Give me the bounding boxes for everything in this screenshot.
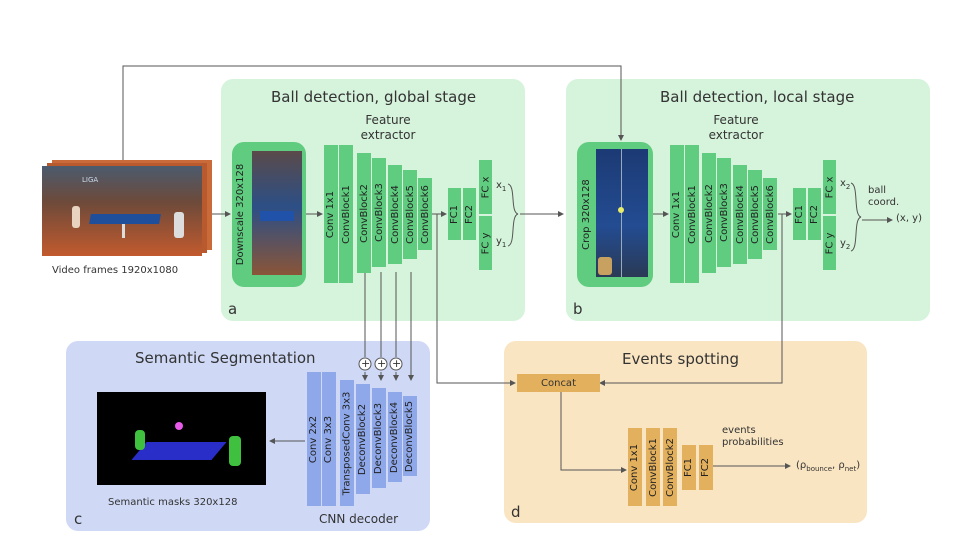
local-layer: ConvBlock1 xyxy=(685,145,699,283)
events-title: Events spotting xyxy=(622,350,740,368)
events-panel xyxy=(504,341,867,523)
global-feature-extractor-label: Feature extractor xyxy=(360,113,416,142)
downscale-label: Downscale 320x128 xyxy=(235,163,247,266)
global-stage-title: Ball detection, global stage xyxy=(271,88,477,106)
global-fc2: FC2 xyxy=(463,188,476,240)
global-layer: Conv 1x1 xyxy=(324,145,338,283)
plus-sign: + xyxy=(377,357,387,370)
downscaled-frame-image xyxy=(252,151,302,275)
global-fc-x: FC x xyxy=(479,160,492,214)
semantic-masks-caption: Semantic masks 320x128 xyxy=(108,497,238,508)
global-layer: ConvBlock6 xyxy=(418,178,432,250)
events-output-label: (ρbounce, ρnet) xyxy=(796,460,861,473)
events-layer: ConvBlock1 xyxy=(646,428,660,506)
segmentation-label: c xyxy=(74,510,83,528)
global-layer: ConvBlock5 xyxy=(403,170,417,259)
events-layer: FC1 xyxy=(682,445,696,490)
events-label: d xyxy=(511,503,521,521)
events-probabilities-label: events probabilities xyxy=(722,425,784,448)
plus-sign: + xyxy=(392,357,402,370)
decoder-layer: DeconvBlock4 xyxy=(388,392,402,482)
decoder-layer: Conv 3x3 xyxy=(322,372,336,506)
semantic-masks-image xyxy=(97,392,266,485)
local-out-y: y2 xyxy=(840,238,851,251)
video-frames-stack: LIGA xyxy=(42,160,212,256)
local-out-x: x2 xyxy=(840,178,851,191)
cropped-frame-image xyxy=(596,149,648,277)
local-layer: Conv 1x1 xyxy=(670,145,684,283)
global-stage-label: a xyxy=(228,300,238,318)
global-layer: ConvBlock4 xyxy=(388,165,402,264)
events-layer: Conv 1x1 xyxy=(628,428,642,506)
crop-label: Crop 320x128 xyxy=(580,179,592,250)
decoder-layer: Conv 2x2 xyxy=(307,372,321,506)
local-fc2: FC2 xyxy=(808,188,821,240)
global-out-y: y1 xyxy=(496,236,507,249)
global-fc-y: FC y xyxy=(479,216,492,270)
events-layer: FC2 xyxy=(699,445,713,490)
local-fc-y: FC y xyxy=(823,216,836,270)
video-frames-caption: Video frames 1920x1080 xyxy=(52,265,179,276)
global-layer: ConvBlock2 xyxy=(357,153,371,273)
local-fc-x: FC x xyxy=(823,160,836,214)
local-stage-title: Ball detection, local stage xyxy=(660,88,855,106)
segmentation-title: Semantic Segmentation xyxy=(135,349,316,367)
global-out-x: x1 xyxy=(496,180,507,193)
local-fc1: FC1 xyxy=(793,188,806,240)
local-layer: ConvBlock6 xyxy=(763,178,777,250)
decoder-layer: DeconvBlock3 xyxy=(372,388,386,488)
concat-block: Concat xyxy=(517,374,600,392)
local-layer: ConvBlock3 xyxy=(717,158,731,267)
decoder-layer: DeconvBlock2 xyxy=(356,384,370,494)
video-frame-image: LIGA xyxy=(42,166,202,256)
plus-sign: + xyxy=(361,357,371,370)
decoder-layer: TransposedConv 3x3 xyxy=(340,380,354,506)
global-fc1: FC1 xyxy=(448,188,461,240)
xy-output-label: (x, y) xyxy=(896,213,922,224)
local-feature-extractor-label: Feature extractor xyxy=(708,113,764,142)
local-layer: ConvBlock2 xyxy=(702,153,716,273)
local-layer: ConvBlock5 xyxy=(748,170,762,259)
decoder-layer: DeconvBlock5 xyxy=(403,396,417,476)
ball-coord-label: ball coord. xyxy=(868,185,900,208)
local-layer: ConvBlock4 xyxy=(733,165,747,264)
global-layer: ConvBlock3 xyxy=(372,158,386,267)
local-stage-label: b xyxy=(573,300,583,318)
cnn-decoder-label: CNN decoder xyxy=(319,512,399,526)
global-layer: ConvBlock1 xyxy=(339,145,353,283)
events-layer: ConvBlock2 xyxy=(663,428,677,506)
